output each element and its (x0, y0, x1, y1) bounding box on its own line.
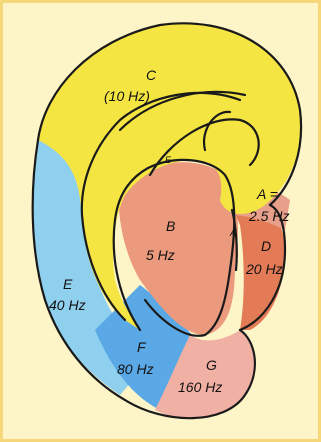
label-g-freq: 160 Hz (178, 379, 222, 395)
label-a-freq: 2.5 Hz (248, 208, 289, 224)
label-c-letter: C (146, 67, 157, 83)
label-c-freq: (10 Hz) (104, 88, 150, 104)
label-d-letter: D (261, 238, 271, 254)
label-a-letter: A = (256, 186, 278, 202)
label-a-tragus: A (229, 228, 236, 238)
label-f-freq: 80 Hz (117, 361, 154, 377)
label-b-freq: 5 Hz (146, 247, 175, 263)
label-g-letter: G (206, 357, 217, 373)
label-e-small: E (165, 155, 172, 165)
label-e-letter: E (63, 276, 73, 292)
label-f-letter: F (137, 339, 147, 355)
label-d-freq: 20 Hz (245, 261, 283, 277)
label-b-letter: B (166, 218, 175, 234)
label-e-freq: 40 Hz (49, 297, 86, 313)
